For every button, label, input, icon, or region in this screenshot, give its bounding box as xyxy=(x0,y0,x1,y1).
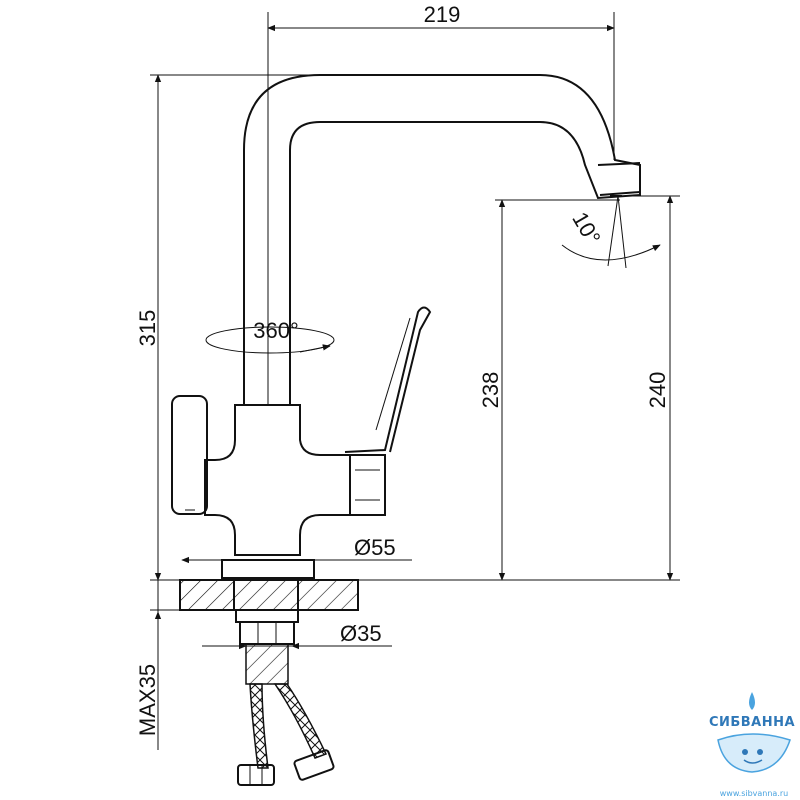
dim-label-d35: Ø35 xyxy=(340,621,382,646)
dimension-outlet-height: 240 xyxy=(622,195,680,581)
braided-hoses xyxy=(237,683,335,786)
dimension-shank-diameter: Ø35 xyxy=(202,621,392,650)
dim-label-10deg: 10° xyxy=(567,208,605,249)
faucet-base xyxy=(221,559,315,579)
dimension-max-deck: MAX35 xyxy=(135,580,180,750)
dimension-spout-height: 238 xyxy=(358,199,680,581)
faucet-lever xyxy=(344,306,432,453)
dim-label-240: 240 xyxy=(645,372,670,409)
faucet-body xyxy=(171,395,386,556)
dimension-base-diameter: Ø55 xyxy=(181,535,412,564)
watermark-url: www.sibvanna.ru xyxy=(720,789,789,798)
dimension-rotation: 360° xyxy=(205,318,335,354)
watermark-brand: СИБВАННА xyxy=(709,715,795,730)
dim-label-219: 219 xyxy=(424,2,461,27)
dimension-tilt-angle: 10° xyxy=(561,195,661,269)
dimension-spout-reach: 219 xyxy=(267,2,615,405)
shank-nut xyxy=(235,609,299,685)
dim-label-d55: Ø55 xyxy=(354,535,396,560)
dimension-total-height: 315 xyxy=(135,74,320,581)
dim-label-max35: MAX35 xyxy=(135,664,160,736)
countertop-section xyxy=(179,579,359,611)
dim-label-360deg: 360° xyxy=(253,318,299,343)
dim-label-315: 315 xyxy=(135,310,160,347)
dim-label-238: 238 xyxy=(478,372,503,409)
watermark-logo: СИБВАННА www.sibvanna.ru xyxy=(709,692,795,798)
